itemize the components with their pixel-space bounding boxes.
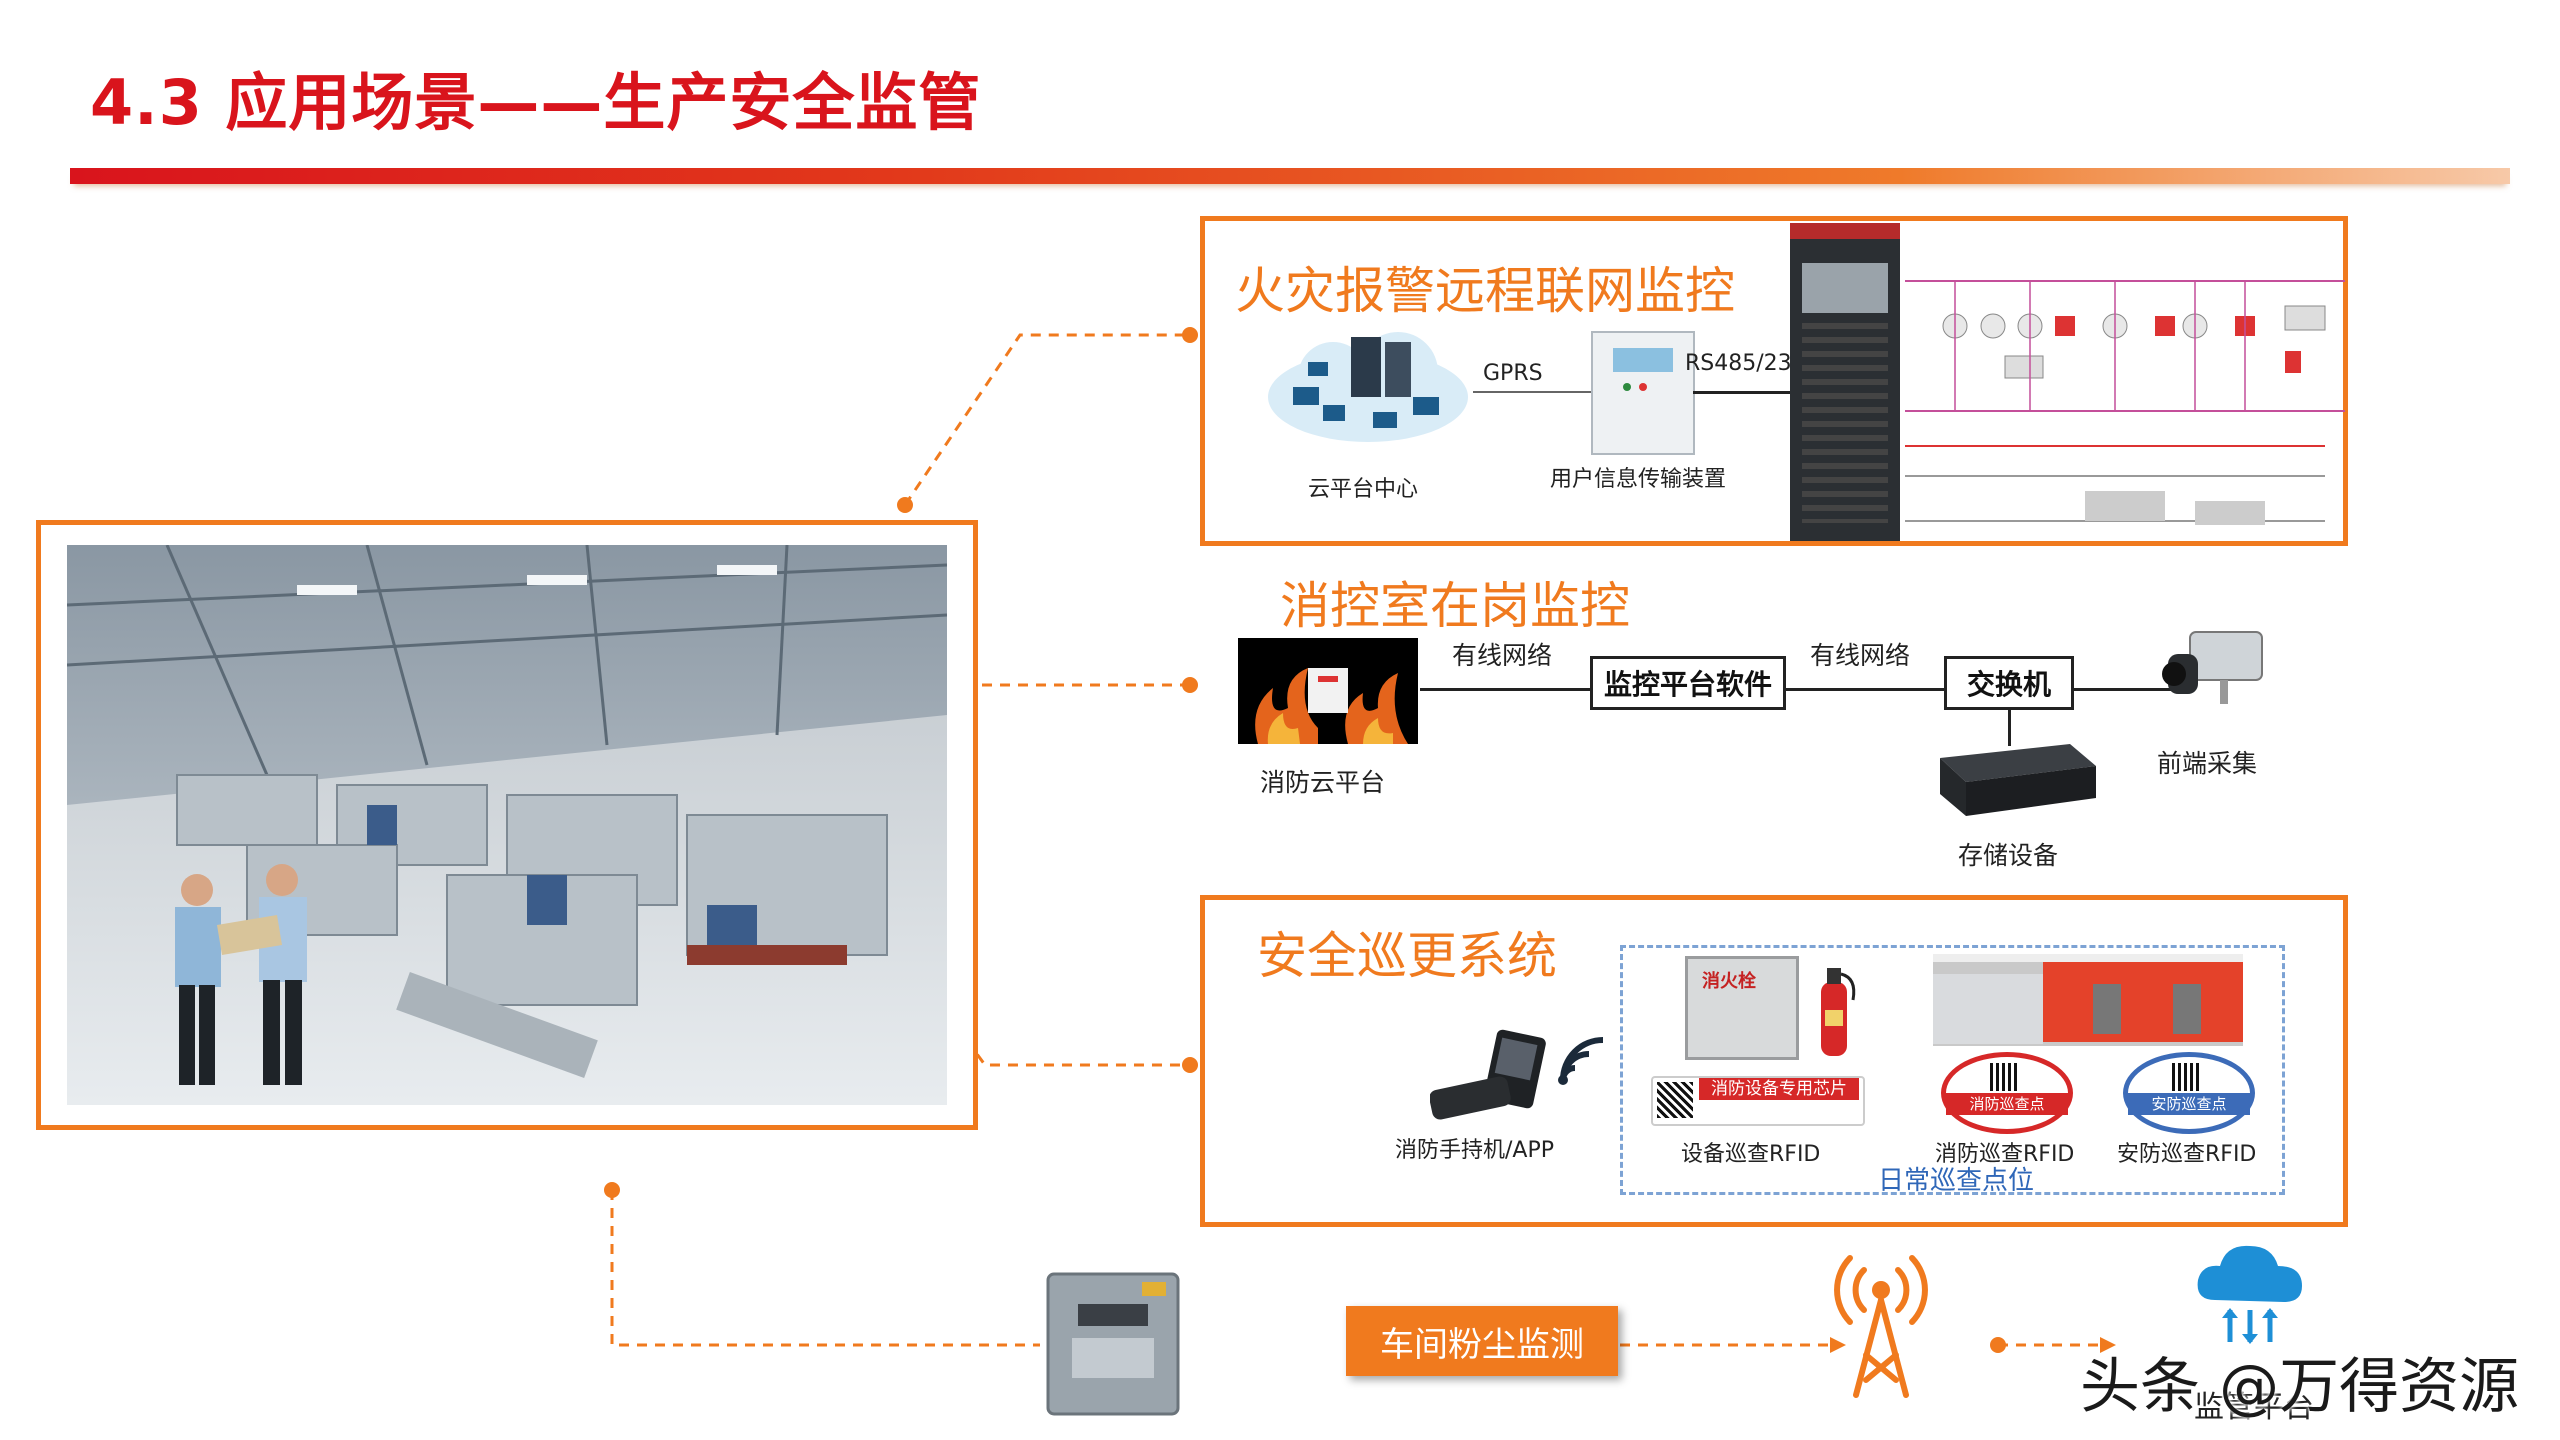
rs-label: RS485/232	[1685, 351, 1806, 376]
daily-patrol-points-label: 日常巡查点位	[1878, 1166, 2035, 1196]
supervision-platform-label: 监管平台	[2194, 1390, 2314, 1425]
patrol-panel: 安全巡更系统 消防手持机/APP 消火栓 消防设备专用芯片 设备巡查RFID	[1200, 895, 2348, 1227]
cloud-platform-icon	[2197, 1245, 2302, 1344]
fire-alarm-title: 火灾报警远程联网监控	[1235, 262, 1735, 320]
monitor-software-box: 监控平台软件	[1590, 656, 1786, 710]
patrol-title: 安全巡更系统	[1257, 927, 1557, 985]
equipment-rfid-tag: 消防设备专用芯片	[1651, 1076, 1865, 1126]
transmission-device-label: 用户信息传输装置	[1550, 467, 1727, 492]
signal-tower-icon	[1834, 1255, 1928, 1398]
camera-icon	[2162, 631, 2263, 704]
fire-cloud-platform-label: 消防云平台	[1260, 768, 1386, 797]
cloud-center-label: 云平台中心	[1308, 477, 1419, 502]
fire-cloud-platform-screen	[1238, 638, 1418, 744]
rs-line	[1693, 391, 1791, 394]
network-label-2: 有线网络	[1810, 641, 1911, 670]
network-line-2	[1786, 688, 1944, 691]
security-patrol-badge: 安防巡查点	[2123, 1052, 2255, 1134]
network-line-1	[1420, 688, 1590, 691]
daily-patrol-points-group: 消火栓 消防设备专用芯片 设备巡查RFID 消防巡查点 消防巡查RFID	[1620, 945, 2285, 1196]
camera-line	[2074, 688, 2182, 691]
handheld-label: 消防手持机/APP	[1395, 1138, 1554, 1163]
fire-alarm-panel: 火灾报警远程联网监控 云平台中心 GPRS 用户信息传输装置 RS485/232	[1200, 216, 2348, 546]
storage-line	[2008, 710, 2011, 746]
fire-patrol-rfid-label: 消防巡查RFID	[1935, 1142, 2075, 1167]
switch-box: 交换机	[1944, 656, 2074, 710]
corridor-photo	[1933, 954, 2243, 1046]
security-patrol-badge-text: 安防巡查点	[2128, 1093, 2250, 1115]
storage-device-icon	[1940, 744, 2096, 816]
factory-photo	[67, 545, 947, 1105]
dust-monitoring-box: 车间粉尘监测	[1346, 1306, 1618, 1376]
gprs-label: GPRS	[1483, 361, 1543, 386]
dust-monitor-device-icon	[1046, 1272, 1180, 1416]
hydrant-text: 消火栓	[1702, 971, 1756, 992]
camera-label: 前端采集	[2157, 749, 2258, 778]
page-title: 4.3 应用场景——生产安全监管	[90, 66, 982, 139]
equipment-rfid-label: 设备巡查RFID	[1681, 1142, 1821, 1167]
watermark: 头条 @万得资源	[2080, 1352, 2520, 1422]
gprs-line	[1473, 391, 1593, 393]
alarm-wiring-diagram	[1905, 280, 2345, 525]
wireless-signal-icon	[1558, 1037, 1604, 1085]
fire-patrol-badge: 消防巡查点	[1941, 1052, 2073, 1134]
network-label-1: 有线网络	[1452, 641, 1553, 670]
security-patrol-rfid-label: 安防巡查RFID	[2117, 1142, 2257, 1167]
title-underline	[70, 168, 2510, 184]
control-room-title: 消控室在岗监控	[1280, 577, 1630, 635]
extinguisher-icon	[1821, 968, 1856, 1056]
fire-patrol-badge-text: 消防巡查点	[1946, 1093, 2068, 1115]
rfid-tag-title: 消防设备专用芯片	[1699, 1078, 1859, 1100]
alarm-control-cabinet	[1790, 223, 1900, 541]
storage-device-label: 存储设备	[1958, 841, 2059, 870]
hydrant-cabinet-icon: 消火栓	[1685, 956, 1799, 1060]
factory-photo-frame	[36, 520, 978, 1130]
handheld-device-icon	[1430, 1029, 1546, 1120]
transmission-device-icon	[1591, 331, 1695, 455]
cloud-center-icon	[1268, 332, 1468, 442]
